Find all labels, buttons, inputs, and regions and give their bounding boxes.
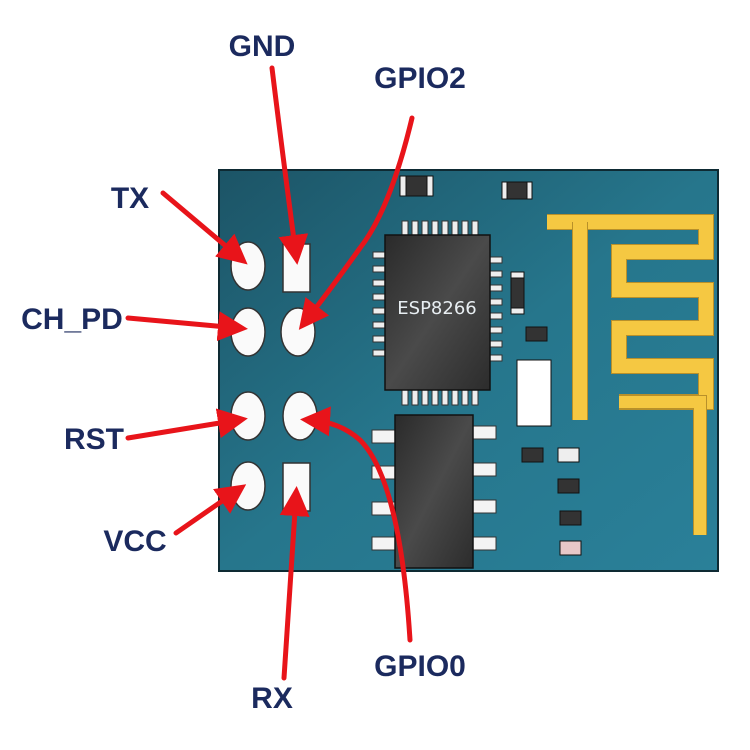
esp8266-chip: ESP8266 <box>372 220 503 406</box>
arrow-gnd <box>269 65 309 265</box>
pad-gpio0 <box>282 391 318 441</box>
label-gnd: GND <box>229 30 296 63</box>
label-vcc: VCC <box>103 525 166 558</box>
label-tx: TX <box>111 182 149 215</box>
pin-labels: GND GPIO2 TX CH_PD RST VCC RX GPIO0 <box>21 30 466 715</box>
arrow-rst <box>125 408 248 441</box>
label-rx: RX <box>251 682 293 715</box>
chip-label: ESP8266 <box>397 298 476 319</box>
label-gpio0: GPIO0 <box>374 650 466 683</box>
arrow-gpio0 <box>300 406 413 643</box>
soic-chip <box>371 414 497 569</box>
smd-components <box>399 175 582 556</box>
pad-rst <box>230 391 266 441</box>
label-ch-pd: CH_PD <box>21 303 123 336</box>
pin-arrows <box>125 65 415 681</box>
arrow-rx <box>279 486 310 681</box>
label-rst: RST <box>64 423 124 456</box>
pad-ch-pd <box>230 307 266 357</box>
pad-tx <box>230 241 266 291</box>
arrow-gpio2 <box>298 115 415 330</box>
arrow-tx <box>160 190 248 265</box>
antenna-trace <box>547 214 714 535</box>
label-gpio2: GPIO2 <box>374 62 466 95</box>
arrow-vcc <box>173 484 247 536</box>
pad-vcc <box>230 461 266 511</box>
arrow-ch-pd <box>125 311 248 342</box>
